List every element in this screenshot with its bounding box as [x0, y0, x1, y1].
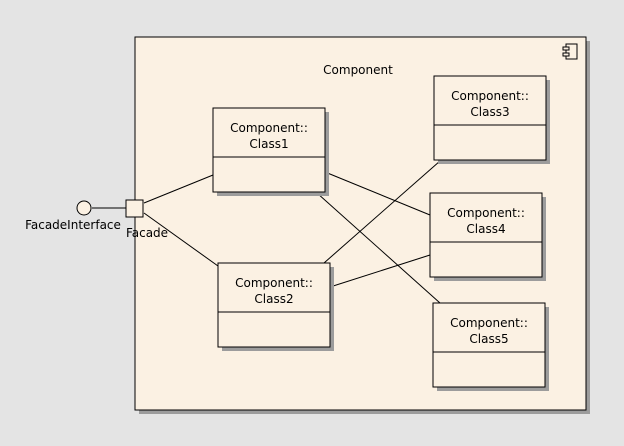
connector-class1-class5[interactable]	[316, 192, 441, 304]
connector-port-class1[interactable]	[143, 174, 214, 204]
component-icon	[562, 43, 578, 60]
class-box[interactable]: Component:: Class1	[212, 107, 329, 196]
port-label: Facade	[126, 226, 168, 240]
facade-port[interactable]	[125, 199, 144, 218]
class-box[interactable]: Component:: Class5	[432, 302, 549, 391]
class-stereotype: Component::	[450, 316, 528, 330]
connector-class2-class4[interactable]	[329, 254, 431, 288]
class-box[interactable]: Component:: Class4	[429, 192, 546, 281]
connector-class1-class4[interactable]	[324, 171, 431, 216]
connectors	[92, 160, 441, 304]
class-stereotype: Component::	[447, 206, 525, 220]
connector-port-class2[interactable]	[143, 212, 219, 267]
class-stereotype: Component::	[230, 121, 308, 135]
connector-class2-class3[interactable]	[323, 160, 441, 264]
class-box[interactable]: Component:: Class2	[217, 262, 334, 351]
interface-circle[interactable]	[76, 200, 92, 216]
class-box[interactable]: Component:: Class3	[433, 75, 550, 164]
class-name: Class1	[249, 137, 288, 151]
class-name: Class4	[466, 222, 505, 236]
component-title: Component	[323, 63, 393, 77]
class-name: Class2	[254, 292, 293, 306]
class-name: Class5	[469, 332, 508, 346]
class-stereotype: Component::	[235, 276, 313, 290]
class-name: Class3	[470, 105, 509, 119]
class-stereotype: Component::	[451, 89, 529, 103]
interface-label: FacadeInterface	[25, 218, 121, 232]
